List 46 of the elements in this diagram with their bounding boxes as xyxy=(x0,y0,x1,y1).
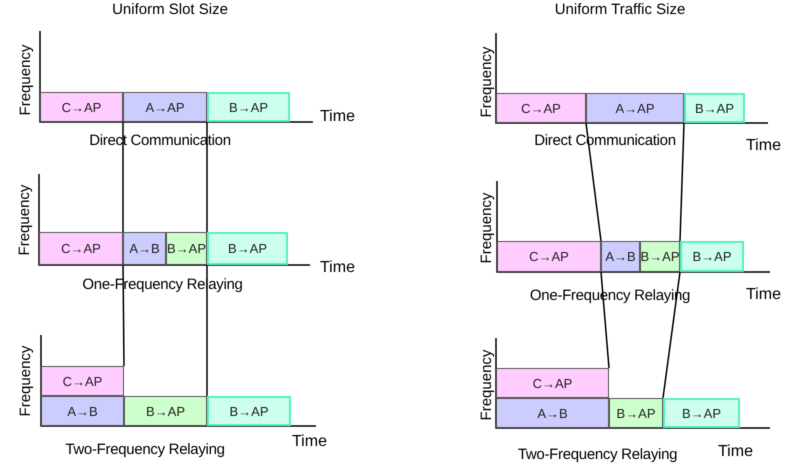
alignment-line xyxy=(679,122,685,242)
alignment-line xyxy=(662,272,681,398)
time-slot: C→AP xyxy=(496,368,609,398)
time-slot: A→B xyxy=(601,241,640,272)
axis-label: Frequency xyxy=(477,192,496,266)
axis-label: Frequency xyxy=(15,184,34,258)
alignment-line xyxy=(206,265,208,396)
time-slot: B→AP xyxy=(207,396,291,426)
time-slot: B→AP xyxy=(166,232,207,265)
chart-title: Uniform Traffic Size xyxy=(554,1,686,18)
time-slot: B→AP xyxy=(124,396,207,426)
alignment-line xyxy=(585,122,602,242)
axis-label: Frequency xyxy=(477,46,496,120)
axis-label: Time xyxy=(320,259,355,277)
alignment-line xyxy=(122,122,124,232)
time-slot: B→AP xyxy=(663,398,740,428)
axis-label: Frequency xyxy=(16,44,35,118)
time-slot: B→AP xyxy=(640,241,680,272)
axis-label: Time xyxy=(320,108,355,126)
alignment-line xyxy=(206,122,208,232)
chart-caption: Two-Frequency Relaying xyxy=(516,446,678,463)
time-slot: C→AP xyxy=(496,93,586,123)
time-slot: A→B xyxy=(496,398,609,428)
axis-label: Time xyxy=(292,433,327,451)
time-slot: C→AP xyxy=(40,92,123,122)
time-slot: B→AP xyxy=(680,241,744,272)
chart-title: Uniform Slot Size xyxy=(111,1,229,18)
axis-label: Time xyxy=(746,137,781,155)
time-slot: A→AP xyxy=(123,92,207,122)
axis-label: Time xyxy=(718,443,753,461)
time-slot: A→B xyxy=(41,396,124,426)
axis-label: Frequency xyxy=(16,344,35,418)
time-slot: C→AP xyxy=(497,241,601,272)
time-slot: C→AP xyxy=(41,366,124,396)
axis-label: Time xyxy=(746,286,781,304)
time-slot: B→AP xyxy=(207,92,290,122)
time-slot: B→AP xyxy=(207,232,288,265)
time-slot: A→AP xyxy=(586,93,684,123)
chart-caption: Two-Frequency Relaying xyxy=(64,441,226,458)
alignment-line xyxy=(600,272,610,368)
time-slot: A→B xyxy=(123,232,166,265)
axis-label: Frequency xyxy=(477,348,496,422)
time-slot: B→AP xyxy=(609,398,663,428)
time-slot: C→AP xyxy=(39,232,123,265)
time-slot: B→AP xyxy=(684,93,745,123)
alignment-line xyxy=(122,265,125,366)
